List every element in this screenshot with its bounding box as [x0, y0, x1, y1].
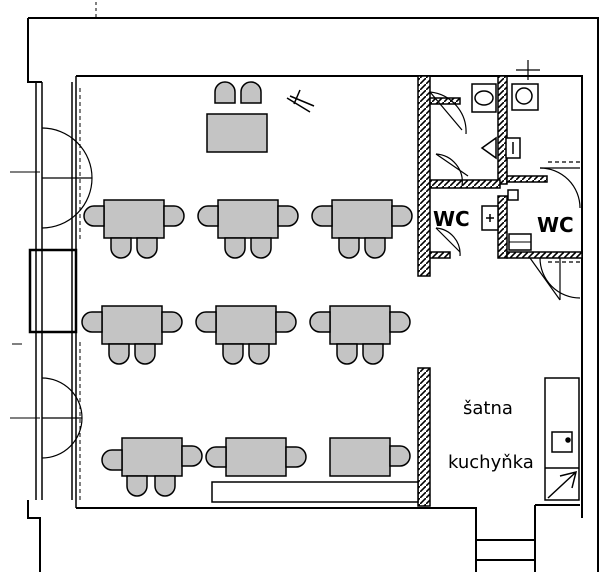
chair: [338, 237, 360, 259]
desk: [121, 437, 183, 477]
desk: [101, 305, 163, 345]
chair: [163, 205, 185, 227]
desk: [329, 437, 391, 477]
chair: [248, 343, 270, 365]
wc-door-swings: [429, 60, 581, 301]
chair: [101, 449, 123, 471]
chair: [110, 237, 132, 259]
outer-walls: [27, 17, 599, 572]
chair: [336, 343, 358, 365]
chair: [250, 237, 272, 259]
student-desks: [81, 199, 413, 497]
desk: [225, 437, 287, 477]
chair: [154, 475, 176, 497]
chair: [126, 475, 148, 497]
left-frame: [10, 2, 97, 508]
bench: [211, 481, 419, 503]
wc-label-left: WC: [433, 207, 470, 231]
urinal: [480, 136, 497, 160]
chair: [205, 446, 227, 468]
chair: [277, 205, 299, 227]
partition-walls: [417, 75, 583, 507]
chair: [391, 205, 413, 227]
desk: [331, 199, 393, 239]
desk: [103, 199, 165, 239]
chair: [311, 205, 333, 227]
chair: [389, 311, 411, 333]
chair: [224, 237, 246, 259]
chair: [161, 311, 183, 333]
chair: [181, 445, 203, 467]
chair: [81, 311, 103, 333]
chair: [364, 237, 386, 259]
chair: [197, 205, 219, 227]
kitchen-counter: [544, 377, 580, 501]
chair: [195, 311, 217, 333]
chair: [136, 237, 158, 259]
room-label-satna: šatna: [463, 398, 513, 419]
wc-fixtures: [471, 83, 539, 251]
chair: [275, 311, 297, 333]
chair: [285, 446, 307, 468]
chair: [134, 343, 156, 365]
chair: [389, 445, 411, 467]
chair: [362, 343, 384, 365]
kitchen-sink: [551, 431, 573, 453]
chair: [83, 205, 105, 227]
chair: [222, 343, 244, 365]
desk: [329, 305, 391, 345]
desk: [215, 305, 277, 345]
chair: [108, 343, 130, 365]
desk: [217, 199, 279, 239]
wc-label-right: WC: [537, 213, 574, 237]
teacher-desk: [206, 81, 315, 153]
room-label-kuchynka: kuchyňka: [448, 452, 534, 473]
chair: [309, 311, 331, 333]
left-door-swings: [41, 127, 93, 459]
